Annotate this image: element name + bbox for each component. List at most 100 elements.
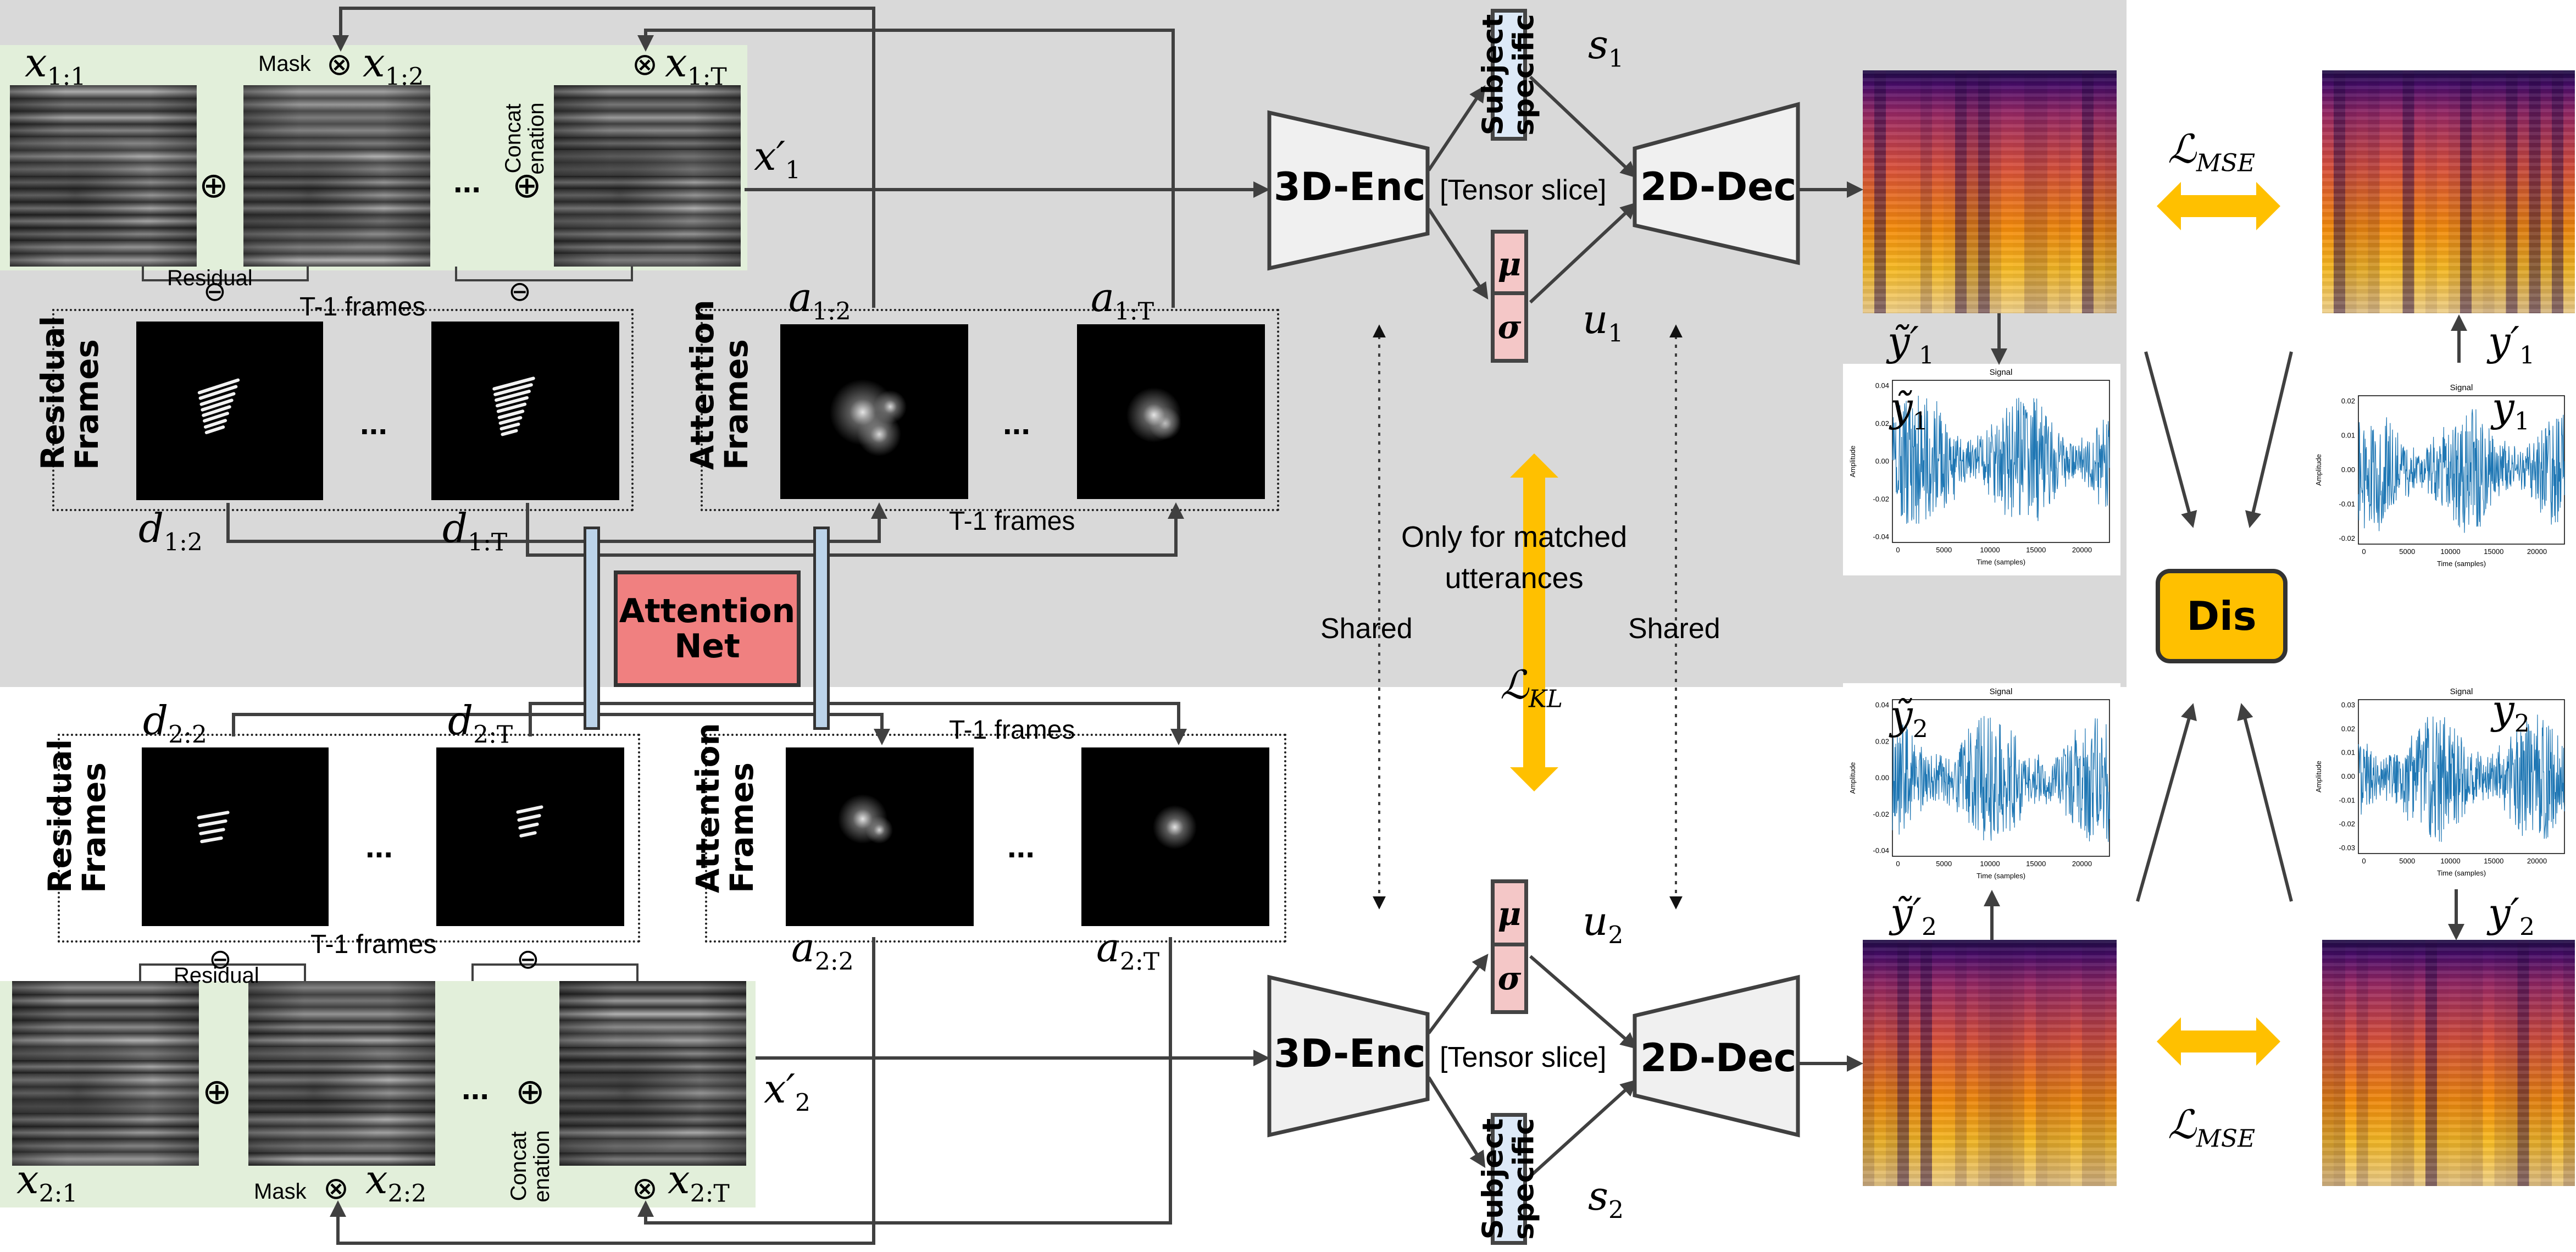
label-a22: a2:2 xyxy=(791,924,854,976)
label-x22: x2:2 xyxy=(365,1156,427,1208)
signal-waveform xyxy=(2358,409,2565,533)
label-x1T: x1:T xyxy=(665,40,727,91)
signal-xtick: 5000 xyxy=(2399,857,2415,865)
sigma-box-1: σ xyxy=(1491,291,1528,363)
signal-xtick: 5000 xyxy=(1936,860,1952,868)
ellipsis-5: ... xyxy=(1007,828,1035,865)
enc-to-subject-arrow-1 xyxy=(1427,85,1486,171)
residual-frames-group-1 xyxy=(52,309,634,511)
signal-ytick: 0.02 xyxy=(1875,737,1889,745)
input-frame-x12 xyxy=(243,85,430,267)
attention-frame-a12 xyxy=(780,324,968,499)
subject-specific-label-2: Subject specific xyxy=(1477,1118,1541,1240)
subject-specific-box-1: Subject specific xyxy=(1477,9,1541,141)
encoder-label-2: 3D-Enc xyxy=(1274,1031,1426,1076)
label-x2p: x′2 xyxy=(764,1066,810,1117)
label-u1: u1 xyxy=(1583,296,1624,348)
attention-connector-left xyxy=(584,527,600,730)
ellipsis-4: ... xyxy=(365,828,393,865)
ominus-icon-4: ⊖ xyxy=(517,943,540,975)
sigma-symbol-2: σ xyxy=(1497,960,1522,997)
signal-ytick: 0.04 xyxy=(1875,701,1889,709)
signal-ytick: -0.03 xyxy=(2339,844,2355,852)
signal-xtick: 15000 xyxy=(2484,547,2503,556)
signal-ytick: -0.01 xyxy=(2339,500,2355,508)
y1-to-dis-arrow xyxy=(2245,351,2293,528)
label-y2: y2 xyxy=(2492,686,2530,738)
attention-mask-feedback-2 xyxy=(637,29,1175,308)
signal-ytick: -0.02 xyxy=(1873,495,1889,503)
oplus-icon-2: ⊕ xyxy=(512,165,542,206)
subject-to-dec-arrow-2 xyxy=(1529,1079,1637,1178)
signal-xlabel: Time (samples) xyxy=(2437,869,2486,877)
signal-ylabel: Amplitude xyxy=(2314,761,2323,793)
otimes-icon-1: ⊗ xyxy=(326,47,352,82)
concat-label-2: Concat enation xyxy=(507,1130,554,1203)
label-x21: x2:1 xyxy=(16,1156,78,1208)
residual-frame-d12 xyxy=(136,322,323,500)
signal-xtick: 10000 xyxy=(2440,857,2460,865)
signal-ytick: 0.00 xyxy=(2341,466,2355,474)
y2-to-dis-arrow xyxy=(2237,703,2293,902)
signal-xtick: 20000 xyxy=(2072,546,2092,554)
decoder-label-2: 2D-Dec xyxy=(1640,1035,1797,1081)
signal-ylabel: Amplitude xyxy=(2314,454,2323,486)
signal-waveform xyxy=(1892,395,2110,524)
residual-frame-d1T xyxy=(431,322,619,500)
decoder-label-1: 2D-Dec xyxy=(1640,164,1797,209)
ellipsis-3: ... xyxy=(1003,405,1031,441)
residual-frames-label-2: Residual Frames xyxy=(41,739,113,893)
shared-label-left: Shared xyxy=(1320,613,1413,645)
signal-ytick: -0.02 xyxy=(1873,810,1889,818)
label-x2T: x2:T xyxy=(668,1156,730,1208)
signal-title: Signal xyxy=(2450,383,2473,392)
label-x1p: x′1 xyxy=(754,133,801,185)
signal-ytick: -0.04 xyxy=(1873,533,1889,541)
signal-title: Signal xyxy=(2450,687,2473,696)
ellipsis-6: ... xyxy=(462,1070,490,1106)
signal-xtick: 20000 xyxy=(2072,860,2092,868)
matched-utterances-label: Only for matched utterances xyxy=(1401,520,1628,595)
spectrogram-yt2p xyxy=(1863,940,2117,1186)
label-d12: d1:2 xyxy=(138,505,203,557)
attention-net-box: Attention Net xyxy=(614,570,801,687)
oplus-icon-4: ⊕ xyxy=(515,1072,545,1112)
residual-bracket-3 xyxy=(139,963,306,981)
signal-ylabel: Amplitude xyxy=(1848,446,1857,478)
label-lkl: ℒKL xyxy=(1500,662,1563,713)
label-yt1: ỹ1 xyxy=(1890,384,1928,436)
decoder-shape-1 xyxy=(1633,102,1800,265)
label-x12: x1:2 xyxy=(363,40,424,91)
spectrogram-yt1p xyxy=(1863,70,2117,313)
otimes-icon-3: ⊗ xyxy=(323,1171,349,1206)
residual-attention-path-2 xyxy=(526,502,1184,557)
label-s1: s1 xyxy=(1588,21,1624,73)
attention-frame-a1T xyxy=(1077,324,1265,499)
t1-frames-label-3: T-1 frames xyxy=(949,716,1075,745)
oplus-icon-1: ⊕ xyxy=(199,165,229,206)
yt2-to-dis-arrow xyxy=(2136,703,2197,902)
attention-frame-a22 xyxy=(786,747,974,926)
input-frame-x22 xyxy=(248,981,435,1166)
tensor-slice-label-2: [Tensor slice] xyxy=(1440,1042,1607,1073)
input-frame-x21 xyxy=(12,981,199,1166)
encoder-label-1: 3D-Enc xyxy=(1274,164,1426,209)
signal-ytick: 0.00 xyxy=(1875,457,1889,466)
oplus-icon-3: ⊕ xyxy=(202,1072,232,1112)
signal-xtick: 20000 xyxy=(2527,857,2547,865)
enc-to-musig-arrow-2 xyxy=(1427,954,1489,1034)
ellipsis-1: ... xyxy=(453,163,481,200)
spectrogram-y1p xyxy=(2322,70,2575,313)
ominus-icon-3: ⊖ xyxy=(209,943,232,975)
tensor-slice-label-1: [Tensor slice] xyxy=(1440,174,1607,206)
input-frame-x2T xyxy=(559,981,746,1166)
signal-ytick: 0.00 xyxy=(1875,774,1889,782)
signal-ytick: 0.04 xyxy=(1875,381,1889,390)
signal-xtick: 20000 xyxy=(2527,547,2547,556)
yt1-to-dis-arrow xyxy=(2144,351,2197,528)
signal-ylabel: Amplitude xyxy=(1848,762,1857,794)
label-a12: a1:2 xyxy=(789,274,851,326)
